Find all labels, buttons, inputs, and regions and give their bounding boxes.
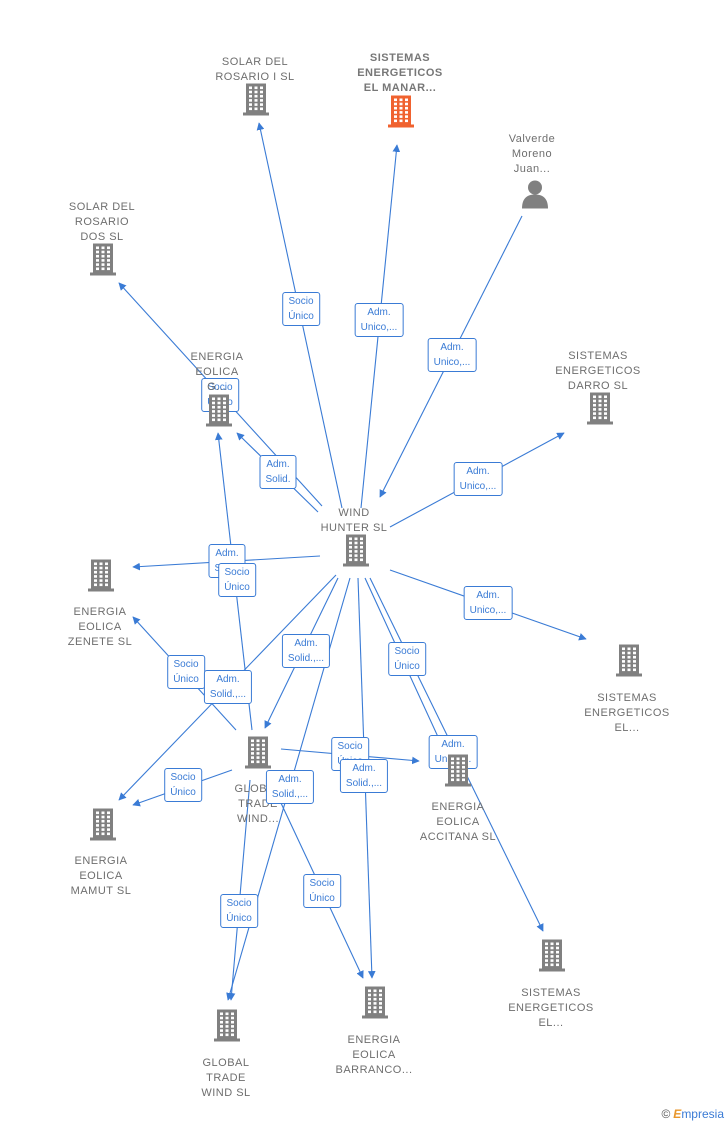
building-icon[interactable] bbox=[341, 533, 371, 572]
building-icon[interactable] bbox=[360, 985, 390, 1024]
building-icon[interactable] bbox=[537, 938, 567, 977]
building-icon[interactable] bbox=[443, 753, 473, 792]
building-icon[interactable] bbox=[212, 1008, 242, 1047]
building-icon[interactable] bbox=[243, 735, 273, 774]
edge-label[interactable]: Adm.Solid.,... bbox=[281, 634, 331, 668]
edge-label[interactable]: Adm.Solid.,... bbox=[203, 670, 253, 704]
building-icon[interactable] bbox=[585, 391, 615, 430]
building-icon[interactable] bbox=[204, 393, 234, 432]
building-icon[interactable] bbox=[88, 242, 118, 281]
building-icon[interactable] bbox=[86, 558, 116, 597]
footer-brand: ©Empresia bbox=[661, 1107, 724, 1121]
edge-global1-to-global2 bbox=[227, 779, 251, 1001]
person-icon[interactable] bbox=[520, 179, 550, 214]
copyright-symbol: © bbox=[661, 1107, 671, 1121]
edge-label[interactable]: Adm.Unico,... bbox=[354, 303, 404, 337]
building-icon[interactable] bbox=[241, 82, 271, 121]
edge-label[interactable]: Adm.Solid.,... bbox=[339, 759, 389, 793]
brand-name: mpresia bbox=[681, 1107, 724, 1121]
edge-label[interactable]: Adm.Solid. bbox=[259, 455, 297, 489]
edge-label[interactable]: Adm.Unico,... bbox=[453, 462, 503, 496]
building-icon[interactable] bbox=[386, 94, 416, 133]
building-icon[interactable] bbox=[614, 643, 644, 682]
brand-initial: E bbox=[673, 1107, 682, 1121]
edge-label[interactable]: Adm.Unico,... bbox=[427, 338, 477, 372]
edge-label[interactable]: Adm.Unico,... bbox=[463, 586, 513, 620]
building-icon[interactable] bbox=[88, 807, 118, 846]
edge-label[interactable]: Adm.Solid.,... bbox=[265, 770, 315, 804]
